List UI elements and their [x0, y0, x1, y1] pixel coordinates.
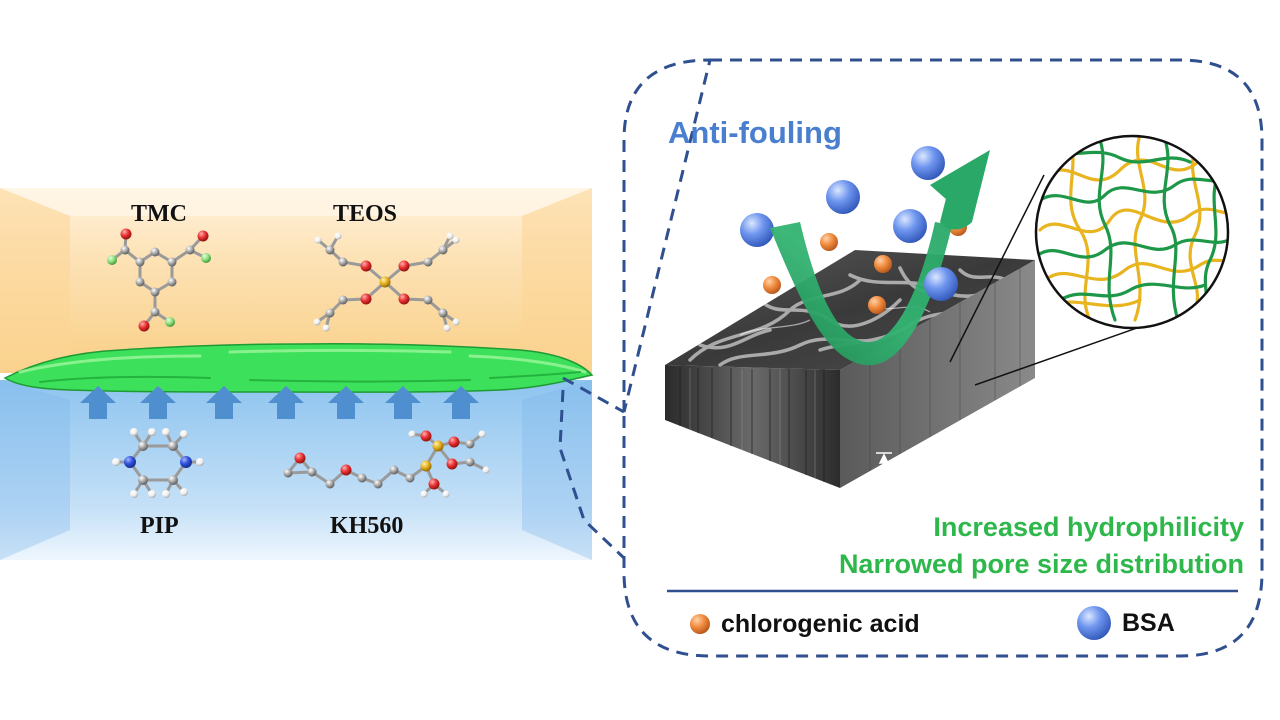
tmc-molecule: [107, 228, 211, 332]
thickness-label: 78 nm: [897, 459, 948, 479]
membrane-slab: [665, 250, 1035, 488]
foulant-particles-back: [740, 146, 967, 294]
teos-molecule: [313, 232, 460, 332]
foulant-particles-front: [868, 209, 958, 314]
legend-bsa: BSA: [1122, 609, 1175, 637]
property-hydrophilicity: Increased hydrophilicity: [933, 512, 1244, 542]
orange-sphere-icon: [690, 614, 710, 634]
pip-label: PIP: [140, 513, 179, 539]
thickness-indicator: [876, 452, 892, 505]
callout-connector: [562, 376, 625, 414]
polyamide-membrane: [3, 343, 594, 393]
tmc-label: TMC: [131, 201, 187, 227]
property-pore-size: Narrowed pore size distribution: [838, 549, 1244, 579]
callout-border: [622, 58, 1264, 658]
legend-chlorogenic-acid: chlorogenic acid: [721, 610, 920, 638]
teos-label: TEOS: [333, 201, 398, 227]
pip-molecule: [112, 428, 204, 498]
kh560-label: KH560: [330, 513, 404, 539]
organic-phase-box: [0, 188, 592, 373]
aqueous-phase-box: [0, 380, 592, 560]
repulsion-arrow: [770, 150, 990, 366]
network-zoom: [1034, 134, 1230, 330]
anti-fouling-title: Anti-fouling: [668, 115, 842, 150]
blue-sphere-icon: [1077, 606, 1111, 640]
callout-connector-lower: [558, 389, 626, 560]
diffusion-arrows: [80, 386, 479, 419]
kh560-molecule: [283, 430, 490, 498]
zoom-leader-top: [949, 174, 1045, 363]
